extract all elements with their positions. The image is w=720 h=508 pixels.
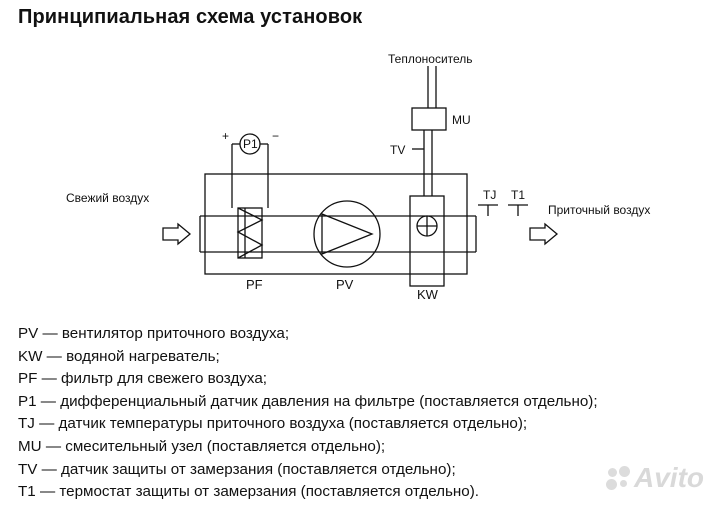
legend-item-t1: T1 — термостат защиты от замерзания (пос… xyxy=(18,483,480,501)
fan-pv xyxy=(313,200,381,268)
legend-item-pf: PF — фильтр для свежего воздуха; xyxy=(18,370,267,388)
legend-item-tv: TV — датчик защиты от замерзания (постав… xyxy=(18,460,456,478)
filter-zigzag xyxy=(236,207,264,259)
avito-logo-icon xyxy=(606,466,630,490)
legend-item-kw: KW — водяной нагреватель; xyxy=(18,347,220,365)
page-title: Принципиальная схема установок xyxy=(18,6,363,28)
tv-label: TV xyxy=(390,143,405,157)
p1-label: P1 xyxy=(243,137,258,151)
pv-label: PV xyxy=(336,277,354,292)
supply-air-label: Приточный воздух xyxy=(548,203,650,217)
legend-list: PV — вентилятор приточного воздуха; KW —… xyxy=(18,323,598,504)
avito-watermark: Avito xyxy=(606,462,704,494)
heater-kw xyxy=(409,195,445,287)
legend-item-p1: P1 — дифференциальный датчик давления на… xyxy=(18,392,598,410)
filter-pf xyxy=(237,207,263,259)
mu-block xyxy=(411,107,447,131)
mu-label: MU xyxy=(452,113,471,127)
fan-triangle xyxy=(321,213,374,255)
kw-label: KW xyxy=(417,287,439,302)
outlet-arrow xyxy=(529,222,559,246)
plus-label: + xyxy=(222,129,229,143)
legend-item-pv: PV — вентилятор приточного воздуха; xyxy=(18,325,290,342)
heat-carrier-label: Теплоноситель xyxy=(388,52,473,66)
tj-label: TJ xyxy=(483,188,496,202)
pf-label: PF xyxy=(246,277,263,292)
fresh-air-label: Свежий воздух xyxy=(66,191,149,205)
legend-item-mu: MU — смесительный узел (поставляется отд… xyxy=(18,437,386,455)
housing-outer xyxy=(204,173,468,275)
t1-label: T1 xyxy=(511,188,525,202)
installation-schematic: Теплоноситель MU TV + P1 − Свежий воздух… xyxy=(66,52,650,302)
legend-item-tj: TJ — датчик температуры приточного возду… xyxy=(18,415,528,433)
inlet-arrow xyxy=(162,222,192,246)
watermark-text: Avito xyxy=(634,462,704,493)
minus-label: − xyxy=(272,129,279,143)
